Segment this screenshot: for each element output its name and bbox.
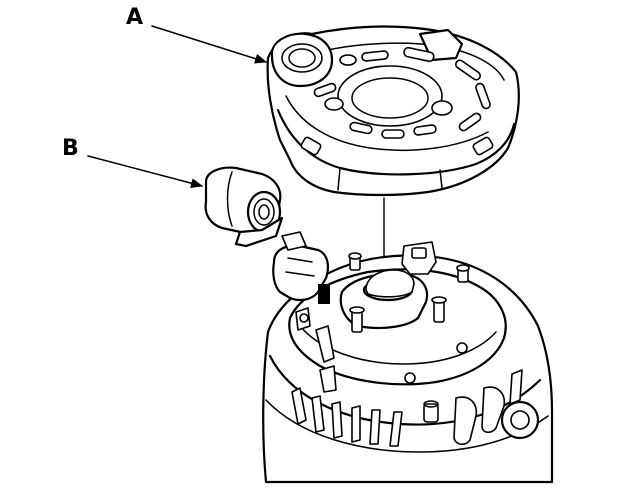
terminal-studs: [348, 252, 470, 333]
cooling-fins: [291, 369, 523, 447]
terminal-insulator: [204, 166, 284, 248]
callout-label-a: A: [126, 5, 144, 30]
rear-cover: [266, 25, 520, 197]
callout-b-arrow: [87, 155, 203, 189]
callout-a-arrow: [151, 25, 267, 64]
callout-label-b: B: [62, 136, 79, 161]
alternator-body: [262, 231, 554, 484]
